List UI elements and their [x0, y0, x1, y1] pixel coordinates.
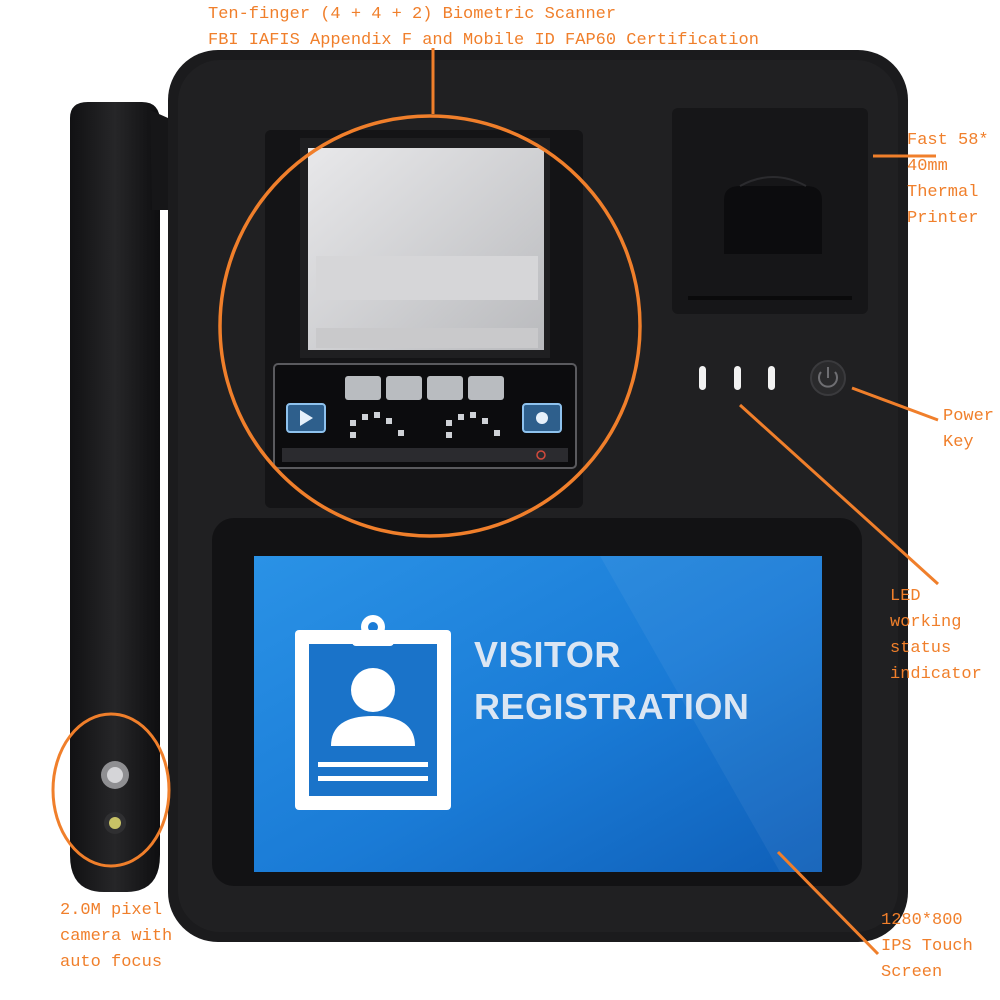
finger-indicator-row [345, 376, 504, 400]
power-key-callout: Power Key [943, 407, 995, 452]
printer-callout: Fast 58* 40mm Thermal Printer [907, 131, 989, 228]
play-icon [286, 403, 326, 433]
side-handle [70, 102, 168, 892]
finger-dots [350, 412, 500, 438]
screen-title-line1: VISITOR [474, 634, 621, 675]
thermal-printer [672, 108, 868, 314]
fingerprint-scanner [265, 130, 583, 508]
screen-title-line2: REGISTRATION [474, 686, 750, 727]
screen-callout: 1280*800 IPS Touch Screen [881, 911, 973, 982]
callout-markers [51, 48, 940, 956]
record-icon [522, 403, 562, 433]
scanner-power-icon [536, 450, 546, 460]
led-callout: LED working status indicator [890, 587, 982, 684]
camera-callout: 2.0M pixel camera with auto focus [60, 901, 173, 972]
led-indicators [699, 366, 775, 390]
camera-module [101, 761, 129, 834]
power-icon[interactable] [810, 360, 846, 396]
id-badge-icon [295, 615, 451, 810]
scanner-callout: Ten-finger (4 + 4 + 2) Biometric Scanner… [208, 5, 759, 50]
